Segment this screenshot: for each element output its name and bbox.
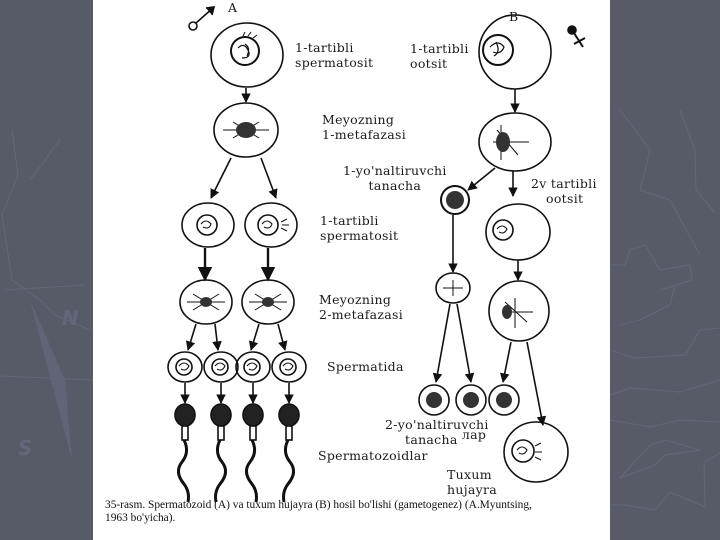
label-second-polar-bodies: 2-yo'naltiruvchi tanacha лар	[385, 417, 489, 447]
label-line: 2-metafazasi	[319, 307, 404, 322]
meiosis1-spermatocyte-cell	[213, 102, 279, 158]
spermatozoon	[174, 403, 196, 503]
label-line: 2-yo'naltiruvchi	[385, 417, 489, 432]
secondary-oocyte-cell	[485, 203, 551, 261]
label-line: 2v tartibli	[531, 176, 597, 191]
primary-oocyte-cell	[478, 14, 552, 90]
meiosis2-oocyte-cell	[488, 280, 550, 342]
spermatid-cell	[203, 351, 239, 383]
spermatozoon	[242, 403, 264, 503]
caption-line: 35-rasm. Spermatozoid (A) va tuxum hujay…	[105, 499, 532, 511]
label-line: Meyozning	[322, 112, 395, 127]
label-line: 1-tartibli	[295, 40, 354, 55]
label-first-polar-body: 1-yo'naltiruvchi tanacha	[343, 163, 447, 193]
meiosis2-cell	[241, 279, 295, 325]
label-meiosis2-metaphase: Meyozning 2-metafazasi	[319, 292, 403, 322]
gametogenesis-diagram	[167, 6, 586, 503]
male-symbol	[188, 6, 216, 31]
meiosis2-cell	[179, 279, 233, 325]
label-line: hujayra	[447, 482, 498, 497]
second-polar-body	[418, 384, 450, 416]
label-meiosis1-metaphase: Meyozning 1-metafazasi	[322, 112, 406, 142]
egg-cell	[503, 421, 569, 483]
female-symbol	[567, 25, 586, 48]
label-primary-spermatocyte: 1-tartibli spermatosit	[295, 40, 373, 70]
figure-caption: 35-rasm. Spermatozoid (A) va tuxum hujay…	[105, 499, 610, 524]
spermatid-cell	[235, 351, 271, 383]
caption-line: 1963 bo'yicha).	[105, 511, 176, 524]
meiosis1-oocyte-cell	[478, 112, 552, 172]
label-line: Meyozning	[319, 292, 392, 307]
panel-label-a: A	[228, 0, 238, 15]
label-line: 1-tartibli	[410, 41, 469, 56]
slide-page: A B 1-tartibli spermatosit 1-tartibli oo…	[93, 0, 610, 540]
label-line: tanacha	[368, 178, 422, 193]
svg-text:N: N	[62, 306, 79, 330]
second-polar-body	[488, 384, 520, 416]
label-suffix: лар	[461, 427, 487, 442]
svg-text:S: S	[18, 436, 32, 460]
label-line: ootsit	[546, 191, 584, 206]
secondary-spermatocyte-cell	[181, 202, 235, 248]
label-line: spermatosit	[320, 228, 399, 243]
spermatozoon	[278, 403, 300, 503]
label-line: tanacha	[405, 432, 458, 447]
primary-spermatocyte-cell	[210, 22, 284, 88]
label-spermatozoa: Spermatozoidlar	[318, 448, 428, 463]
label-line: 1-tartibli	[320, 213, 379, 228]
secondary-spermatocyte-cell	[244, 202, 298, 248]
label-line: 1-metafazasi	[322, 127, 407, 142]
label-spermatid: Spermatida	[327, 359, 404, 374]
label-line: ootsit	[410, 56, 448, 71]
second-polar-body	[455, 384, 487, 416]
spermatozoon	[210, 403, 232, 503]
label-secondary-spermatocyte: 1-tartibli spermatosit	[320, 213, 398, 243]
first-polar-body	[440, 185, 470, 215]
label-primary-oocyte: 1-tartibli ootsit	[410, 41, 469, 71]
label-secondary-oocyte: 2v tartibli ootsit	[531, 176, 597, 206]
spermatid-cell	[167, 351, 203, 383]
label-egg-cell: Tuxum hujayra	[447, 467, 497, 497]
spermatid-cell	[271, 351, 307, 383]
panel-label-b: B	[509, 9, 519, 24]
first-polar-body-dividing	[435, 272, 471, 304]
label-line: 1-yo'naltiruvchi	[343, 163, 447, 178]
label-line: spermatosit	[295, 55, 374, 70]
label-line: Tuxum	[447, 467, 492, 482]
